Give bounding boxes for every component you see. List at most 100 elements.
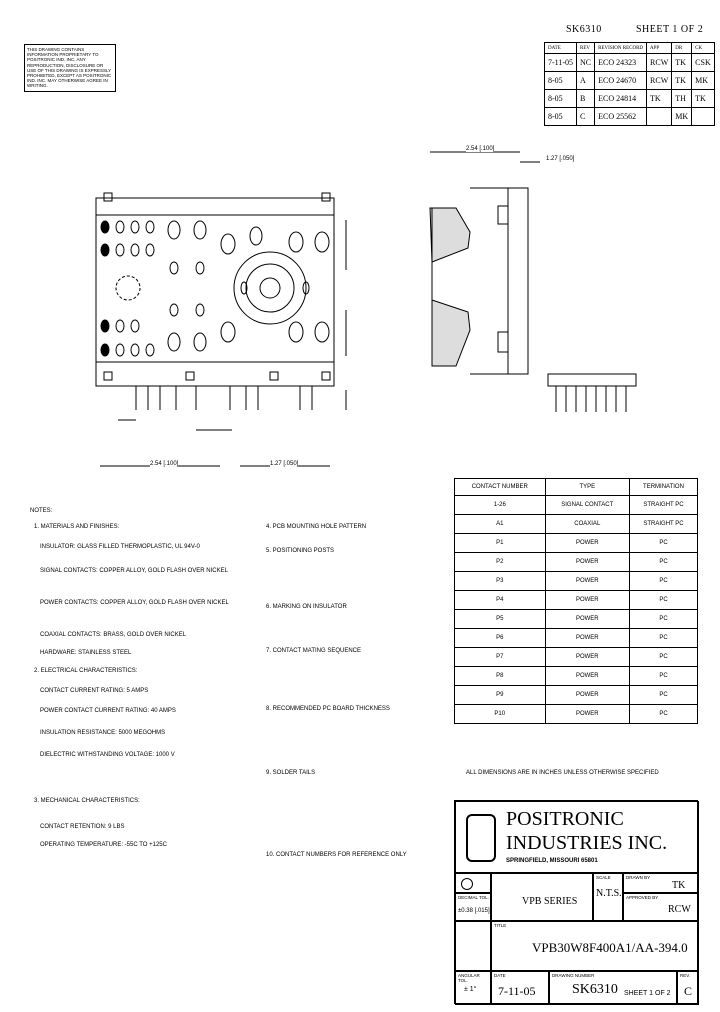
note-line: POWER CONTACTS: COPPER ALLOY, GOLD FLASH… — [40, 600, 229, 606]
rev-cell: RCW — [646, 53, 673, 72]
note-line: POWER CONTACT CURRENT RATING: 40 AMPS — [40, 708, 176, 714]
rev-cell: TK — [691, 89, 715, 108]
contact-cell: PC — [629, 590, 698, 610]
rev-col-record: REVISION RECORD — [594, 42, 648, 54]
rev-cell: C — [576, 107, 596, 126]
title-block: POSITRONIC INDUSTRIES INC. SPRINGFIELD, … — [454, 800, 699, 1005]
contact-cell: SIGNAL CONTACT — [544, 495, 631, 515]
front-view-outline — [95, 197, 335, 387]
rev-col-date: DATE — [543, 42, 578, 54]
rev-cell: MK — [691, 71, 715, 90]
rev-value: C — [684, 984, 693, 998]
rev-cell: B — [576, 89, 596, 108]
revision-header-row: DATE REV REVISION RECORD APP DR CK — [543, 42, 715, 54]
sheet-number: SHEET 1 OF 2 — [624, 990, 671, 997]
contact-cell: P10 — [454, 704, 546, 724]
note-line: 1. MATERIALS AND FINISHES: — [34, 524, 120, 530]
contact-cell: PC — [629, 685, 698, 705]
drawn-label: DRAWN BY — [626, 875, 651, 880]
rev-cell: TK — [671, 53, 693, 72]
contact-cell: P5 — [454, 609, 546, 629]
contact-cell: POWER — [544, 609, 631, 629]
tolerance-cell: DECIMAL TOL. ±0.38 [.015] — [455, 893, 491, 921]
drawing-number-label: DRAWING NUMBER — [552, 973, 595, 978]
rev-cell: 7-11-05 — [543, 53, 578, 72]
note-line: OPERATING TEMPERATURE: -55C TO +125C — [40, 842, 167, 848]
rev-col-ck: CK — [691, 42, 715, 54]
side-view-body — [507, 187, 529, 375]
company-name-line1: POSITRONIC — [506, 808, 624, 830]
contact-cell: P9 — [454, 685, 546, 705]
rev-cell: NC — [576, 53, 596, 72]
note-line: 4. PCB MOUNTING HOLE PATTERN — [266, 524, 367, 530]
contact-cell: PC — [629, 704, 698, 724]
approved-cell: APPROVED BY RCW — [623, 893, 699, 921]
contact-cell: PC — [629, 533, 698, 553]
angular-value: ± 1° — [464, 986, 477, 993]
note-line: 7. CONTACT MATING SEQUENCE — [266, 648, 362, 654]
revision-row: 8-05 C ECO 25562 MK — [543, 107, 715, 126]
contact-cell: STRAIGHT PC — [629, 514, 698, 534]
drawing-number-cell: DRAWING NUMBER SK6310 SHEET 1 OF 2 — [549, 971, 677, 1005]
angular-cell: ANGULAR TOL. ± 1° — [455, 971, 491, 1005]
rev-cell — [646, 107, 673, 126]
contact-cell: POWER — [544, 685, 631, 705]
note-line: INSULATION RESISTANCE: 5000 MEGOHMS — [40, 730, 166, 736]
contact-cell: POWER — [544, 704, 631, 724]
contact-cell: POWER — [544, 533, 631, 553]
coax-outer — [233, 251, 307, 325]
contact-col-number: CONTACT NUMBER — [454, 478, 546, 496]
contact-cell: POWER — [544, 552, 631, 572]
dimension-label: 2.54 [.100] — [150, 461, 179, 467]
contact-cell: P4 — [454, 590, 546, 610]
blank-cell — [455, 921, 491, 971]
rev-cell: ECO 24323 — [594, 53, 648, 72]
rev-label: REV. — [680, 973, 691, 978]
rev-col-dr: DR — [671, 42, 693, 54]
note-line: 8. RECOMMENDED PC BOARD THICKNESS — [266, 706, 390, 712]
note-line: 9. SOLDER TAILS — [266, 770, 316, 776]
contact-cell: COAXIAL — [544, 514, 631, 534]
contact-cell: PC — [629, 552, 698, 572]
note-line: HARDWARE: STAINLESS STEEL — [40, 650, 132, 656]
contact-cell: P6 — [454, 628, 546, 648]
approved-label: APPROVED BY — [626, 895, 659, 900]
note-line: CONTACT RETENTION: 9 LBS — [40, 824, 125, 830]
rev-cell: 8-05 — [543, 89, 578, 108]
rev-cell: ECO 25562 — [594, 107, 648, 126]
title-label: TITLE — [494, 923, 507, 928]
positronic-logo-icon — [466, 814, 496, 862]
note-line: SIGNAL CONTACTS: COPPER ALLOY, GOLD FLAS… — [40, 568, 228, 574]
company-city: SPRINGFIELD, MISSOURI 65801 — [506, 858, 598, 864]
drawing-number: SK6310 — [572, 982, 618, 997]
rev-cell: 8-05 — [543, 107, 578, 126]
contact-cell: P8 — [454, 666, 546, 686]
dimension-label: 1.27 [.050] — [546, 156, 575, 162]
contact-cell: PC — [629, 571, 698, 591]
rev-cell: RCW — [646, 71, 673, 90]
date-cell: DATE 7-11-05 — [491, 971, 549, 1005]
revision-row: 8-05 B ECO 24814 TK TH TK — [543, 89, 715, 108]
contact-table-footnote: ALL DIMENSIONS ARE IN INCHES UNLESS OTHE… — [466, 770, 659, 776]
contact-cell: P1 — [454, 533, 546, 553]
drawn-cell: DRAWN BY TK — [623, 873, 699, 893]
contact-cell: PC — [629, 666, 698, 686]
rev-cell: REV. C — [677, 971, 699, 1005]
contact-cell: P7 — [454, 647, 546, 667]
scale-cell: SCALE N.T.S. — [593, 873, 623, 921]
note-line: 5. POSITIONING POSTS — [266, 548, 335, 554]
contact-cell: PC — [629, 647, 698, 667]
contact-cell: 1-26 — [454, 495, 546, 515]
projection-symbol-icon — [455, 873, 491, 893]
rev-cell: CSK — [691, 53, 715, 72]
coax-inner — [259, 277, 281, 299]
note-line: COAXIAL CONTACTS: BRASS, GOLD OVER NICKE… — [40, 632, 187, 638]
scale-value: N.T.S. — [596, 888, 622, 899]
